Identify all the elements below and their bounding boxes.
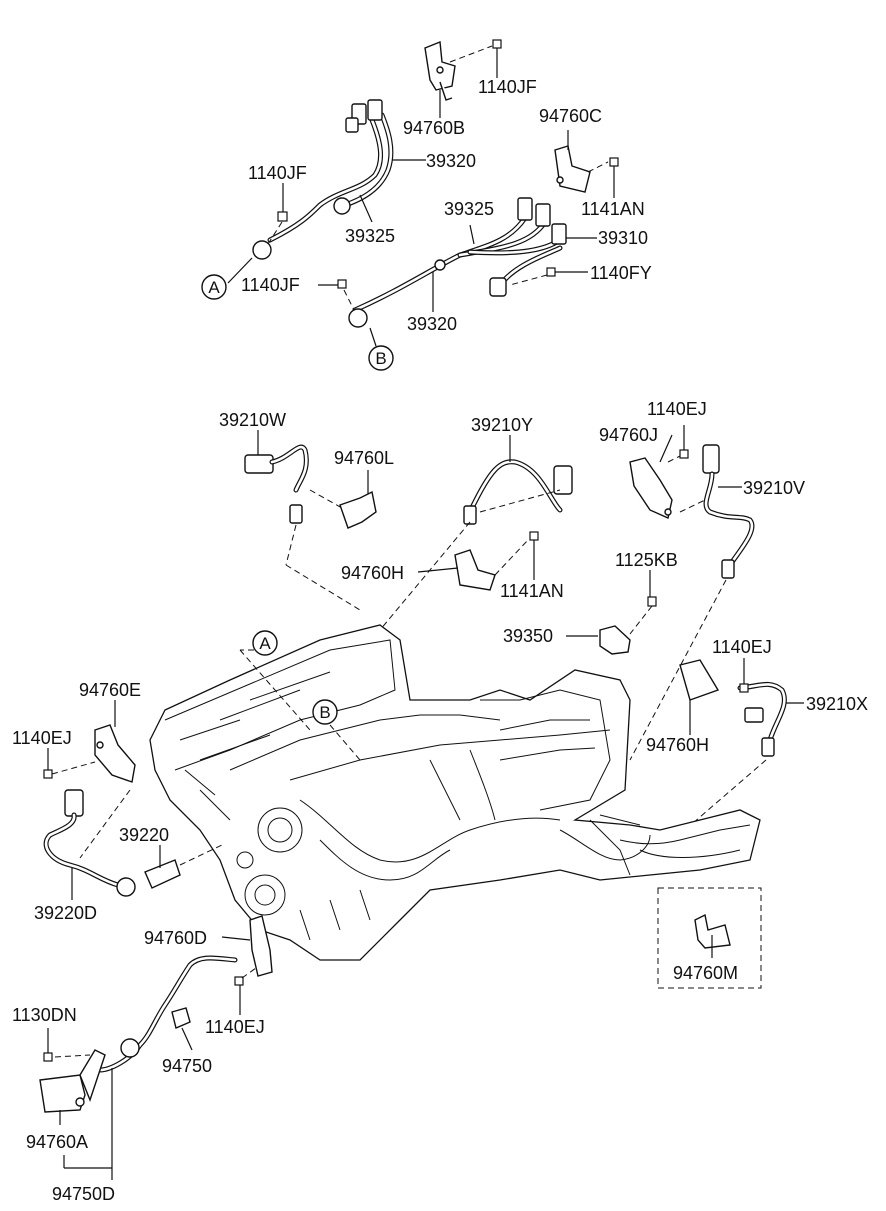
bracket-94760M-box — [657, 887, 762, 989]
circle-ref-b-top: B — [368, 345, 394, 371]
callout-1130DN: 1130DN — [12, 1005, 77, 1025]
bracket-94760D — [221, 915, 273, 1015]
bracket-94760C — [554, 130, 619, 198]
leader-lines-top-left — [227, 159, 426, 284]
callout-1125KB: 1125KB — [615, 550, 678, 570]
callout-39210X: 39210X — [806, 694, 868, 714]
bracket-94760E — [43, 700, 136, 859]
callout-1140JF-mid: 1140JF — [241, 275, 300, 295]
callout-94760H-mid: 94760H — [341, 563, 404, 583]
callout-1141AN-top: 1141AN — [581, 199, 645, 219]
callout-39325-left: 39325 — [345, 226, 395, 246]
callout-39220D: 39220D — [34, 903, 97, 923]
harness-94750D — [63, 955, 238, 1180]
bracket-94760A — [39, 1028, 106, 1125]
callout-39210V: 39210V — [743, 478, 805, 498]
circle-ref-a-top-label: A — [208, 278, 220, 297]
callout-39210W: 39210W — [219, 410, 286, 430]
callout-1140FY: 1140FY — [590, 263, 652, 283]
circle-ref-a-engine-label: A — [259, 634, 271, 653]
callout-94760J: 94760J — [599, 425, 658, 445]
circle-ref-a-top: A — [201, 274, 227, 300]
leaders-engine-refs — [239, 649, 361, 761]
circle-ref-a-engine: A — [252, 630, 278, 656]
oxygen-sensor-39210X — [677, 658, 804, 837]
bolt-1140JF-top — [449, 39, 502, 78]
callout-94760M: 94760M — [673, 963, 738, 983]
wire-harness-39325-right — [348, 197, 567, 328]
callout-1140EJ-right: 1140EJ — [712, 637, 772, 657]
callout-labels: 1140JF 94760B 39320 94760C 1140JF 39325 … — [12, 77, 868, 1204]
callout-1141AN-mid: 1141AN — [500, 581, 564, 601]
callout-94760E: 94760E — [79, 680, 141, 700]
sensor-39220D — [43, 789, 136, 900]
callout-94760L: 94760L — [334, 448, 394, 468]
callout-1140JF-top: 1140JF — [478, 77, 537, 97]
oxygen-sensor-39210Y — [379, 435, 573, 631]
callout-39310: 39310 — [598, 228, 648, 248]
callout-1140EJ-top: 1140EJ — [647, 399, 707, 419]
callout-39210Y: 39210Y — [471, 415, 533, 435]
leader-lines-top-right — [318, 224, 597, 347]
callout-1140EJ-bottom: 1140EJ — [205, 1017, 265, 1037]
callout-39220: 39220 — [119, 825, 169, 845]
callout-1140JF-left: 1140JF — [248, 163, 307, 183]
bracket-94760L — [309, 470, 377, 529]
circle-ref-b-top-label: B — [375, 349, 386, 368]
callout-39350: 39350 — [503, 626, 553, 646]
top-bracket-94760B — [424, 41, 456, 118]
callout-94750D: 94750D — [52, 1184, 115, 1204]
callout-94760B: 94760B — [403, 118, 465, 138]
callout-39320-top: 39320 — [426, 151, 476, 171]
callout-94750: 94750 — [162, 1056, 212, 1076]
oxygen-sensor-39210W — [244, 430, 361, 611]
sensor-39350 — [566, 570, 657, 655]
callout-94760H-right: 94760H — [646, 735, 709, 755]
bracket-94760H-mid — [417, 531, 539, 591]
callout-94760D: 94760D — [144, 928, 207, 948]
callout-94760A: 94760A — [26, 1132, 88, 1152]
engine-block — [149, 624, 761, 961]
circle-ref-b-engine: B — [312, 699, 338, 725]
bracket-94760J — [629, 425, 706, 519]
oxygen-sensor-39210V — [629, 444, 755, 761]
circle-ref-b-engine-label: B — [319, 703, 330, 722]
callout-39325-right: 39325 — [444, 199, 494, 219]
callout-39320-bottom: 39320 — [407, 314, 457, 334]
callout-94760C: 94760C — [539, 106, 602, 126]
sensor-39220 — [144, 844, 223, 889]
callout-1140EJ-left: 1140EJ — [12, 728, 72, 748]
wire-harness-39320-top — [252, 99, 394, 260]
